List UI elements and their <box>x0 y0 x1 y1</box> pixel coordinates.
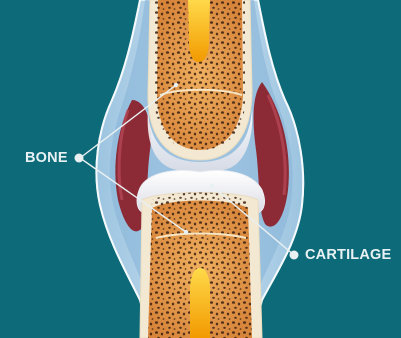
lower-medullary-core <box>190 268 210 338</box>
bone-pointer-dot <box>75 154 84 163</box>
cartilage-pointer-dot <box>290 251 299 260</box>
bone-label: BONE <box>25 150 68 166</box>
upper-medullary-core <box>188 0 210 62</box>
cartilage-label: CARTILAGE <box>305 247 391 263</box>
